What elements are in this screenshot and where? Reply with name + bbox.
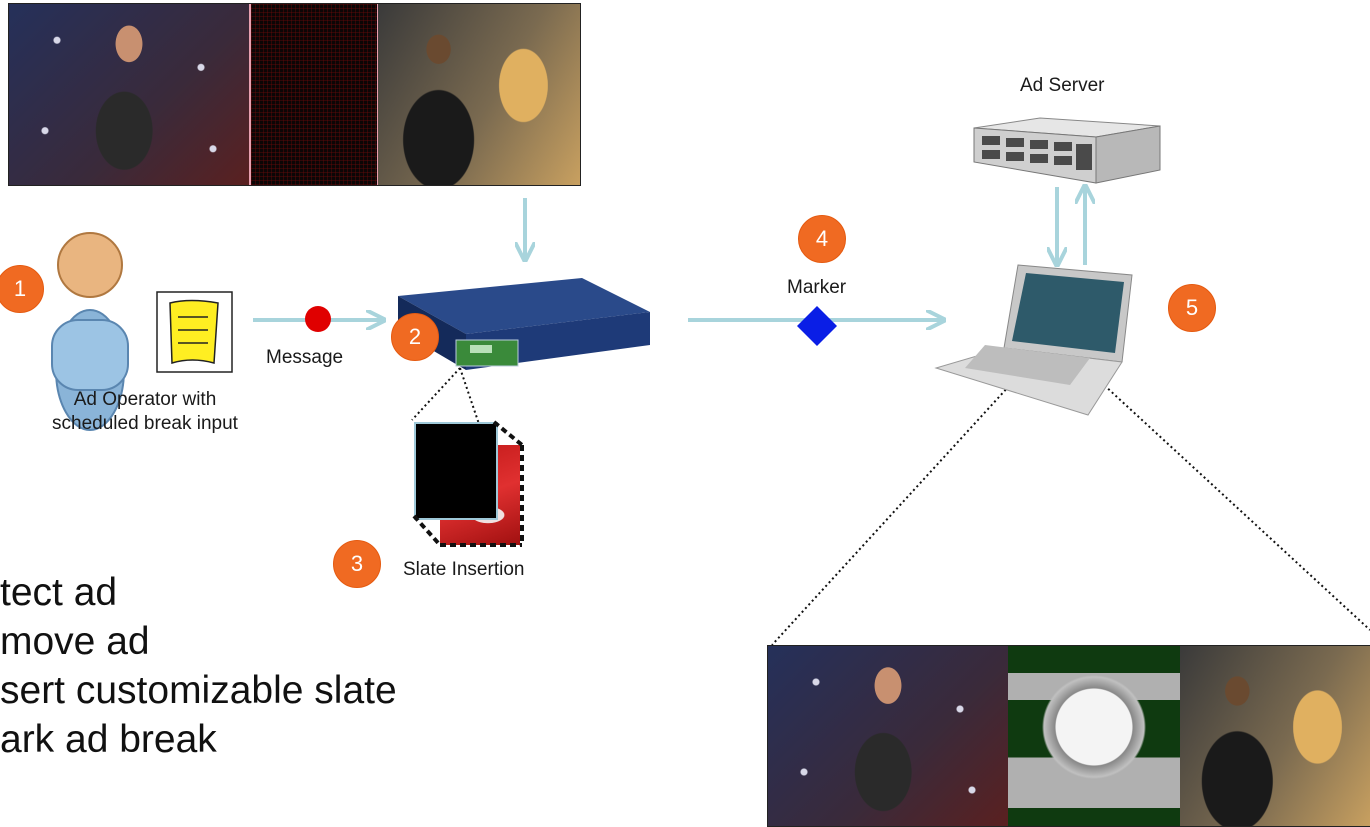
bottom-video-strip [767,645,1370,827]
step-badge-3: 3 [333,540,381,588]
encoder-device-icon [398,278,650,370]
zoom-line [771,337,1054,646]
ad-frame-photo [249,4,379,185]
zoom-line [411,367,461,421]
schedule-document-icon [156,291,233,373]
ad-server-icon [973,117,1161,184]
bullet-insert-slate: sert customizable slate [0,669,397,712]
person-icon [51,232,129,431]
step-badge-5: 5 [1168,284,1216,332]
step-badge-4: 4 [798,215,846,263]
ad-operator-label: Ad Operator with scheduled break input [52,389,238,434]
step-badge-2: 2 [391,313,439,361]
marker-diamond [797,306,837,346]
message-dot [305,306,331,332]
message-label: Message [266,347,344,368]
ad-server-label: Ad Server [1020,75,1105,96]
marker-label: Marker [787,277,847,298]
laptop-icon [934,264,1133,416]
bullet-detect-ad: tect ad [0,571,118,614]
black-slate-image [414,422,498,520]
singer-photo [9,4,249,185]
watch-ad-photo [1008,646,1180,826]
step-badge-1: 1 [0,265,44,313]
bullet-remove-ad: move ad [0,620,150,663]
bullet-mark-ad-break: ark ad break [0,718,217,761]
duo-photo [378,4,580,185]
slate-insertion-label: Slate Insertion [403,559,525,580]
singer-photo [768,646,1008,826]
duo-photo [1180,646,1370,826]
top-video-strip [8,3,581,186]
